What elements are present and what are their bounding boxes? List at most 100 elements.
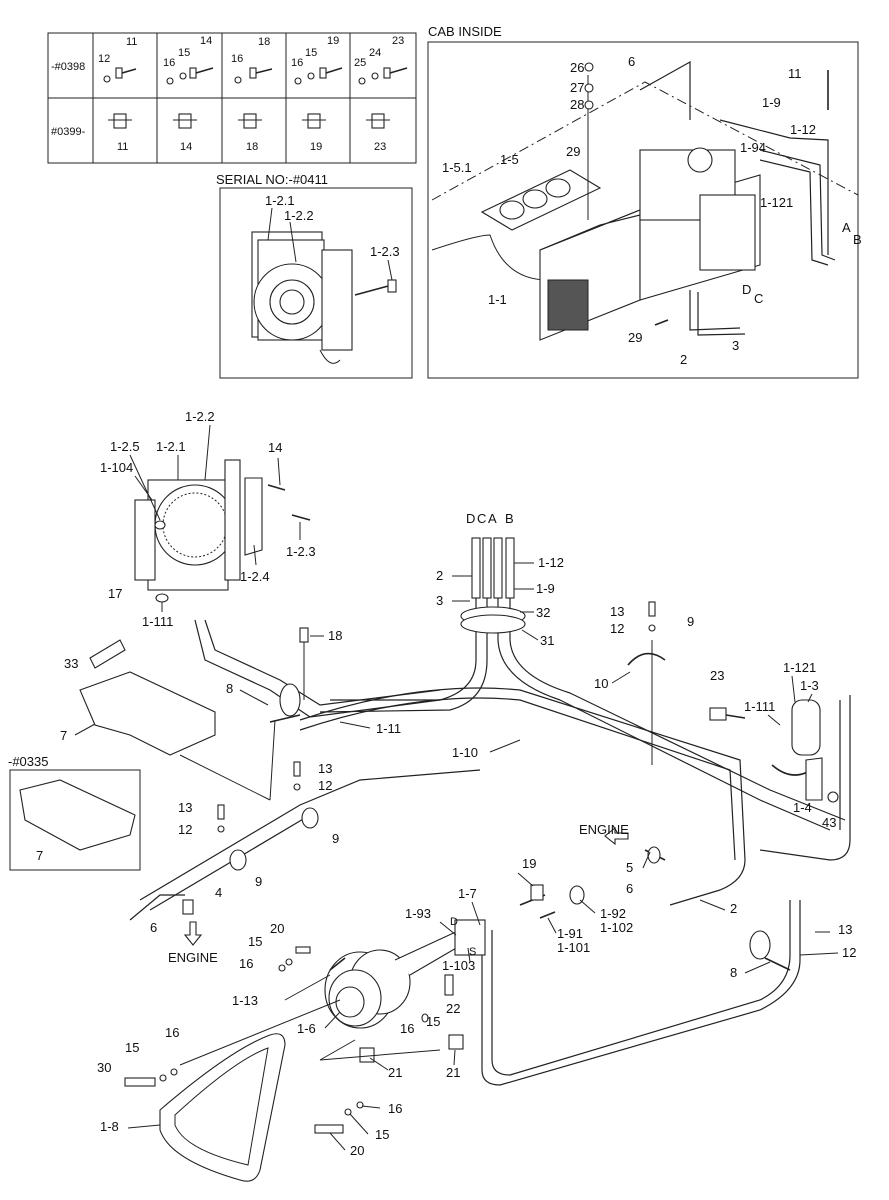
label-1-7: 1-7 — [458, 886, 477, 901]
svg-text:16: 16 — [291, 57, 303, 69]
label-10: 10 — [594, 676, 608, 691]
cab-label-1-5-1: 1-5.1 — [442, 160, 472, 175]
table-cell-row1-col4: 16 15 19 — [291, 35, 343, 85]
table-cell-row1-col1: 12 11 — [98, 36, 137, 83]
label-14: 14 — [268, 440, 282, 455]
svg-text:24: 24 — [369, 47, 381, 59]
svg-text:14: 14 — [200, 35, 212, 47]
label-1-2-2: 1-2.2 — [185, 409, 215, 424]
label-12c: 12 — [178, 822, 192, 837]
label-21a: 21 — [388, 1065, 402, 1080]
svg-text:14: 14 — [180, 141, 192, 153]
label-8: 8 — [226, 681, 233, 696]
lower-labels: 20 15 16 1-13 22 15 16 1-6 16 15 30 21 2… — [97, 921, 460, 1158]
label-1-101: 1-101 — [557, 940, 590, 955]
cab-label-A: A — [842, 220, 851, 235]
table-row-label-2: #0399- — [51, 126, 86, 138]
label-1-13: 1-13 — [232, 993, 258, 1008]
svg-text:19: 19 — [327, 35, 339, 47]
label-B: B — [505, 511, 514, 526]
label-1-103: 1-103 — [442, 958, 475, 973]
table-cell-row1-col2: 16 15 14 — [163, 35, 214, 85]
serial-inset: SERIAL NO:-#0411 1-2.1 1-2.2 1-2.3 — [216, 172, 413, 379]
label-19: 19 — [522, 856, 536, 871]
label-1-4: 1-4 — [793, 800, 812, 815]
label-13d: 13 — [838, 922, 852, 937]
cab-label-11: 11 — [788, 66, 802, 81]
label-13a: 13 — [610, 604, 624, 619]
label-12a: 12 — [610, 621, 624, 636]
label-1-111b: 1-111 — [744, 699, 775, 714]
svg-text:16: 16 — [231, 53, 243, 65]
label-5: 5 — [626, 860, 633, 875]
label-1-2-1: 1-2.1 — [156, 439, 186, 454]
label-1-111: 1-111 — [142, 614, 173, 629]
table-cell-row1-col5: 25 24 23 — [354, 35, 408, 85]
cab-label-1-94: 1-94 — [740, 140, 766, 155]
label-22: 22 — [446, 1001, 460, 1016]
svg-text:15: 15 — [178, 47, 190, 59]
label-1-2-5: 1-2.5 — [110, 439, 140, 454]
label-23: 23 — [710, 668, 724, 683]
label-13c: 13 — [178, 800, 192, 815]
label-1-121: 1-121 — [783, 660, 816, 675]
cab-label-1-9: 1-9 — [762, 95, 781, 110]
marker-D: D — [450, 916, 458, 928]
label-33: 33 — [64, 656, 78, 671]
label-1-104: 1-104 — [100, 460, 133, 475]
cab-label-1-5: 1-5 — [500, 152, 519, 167]
cab-label-26: 26 — [570, 60, 584, 75]
condenser-assembly: 1-2.2 1-2.5 1-2.1 1-104 14 1-2.3 1-2.4 1… — [100, 409, 316, 629]
serial-label-1-2-2: 1-2.2 — [284, 208, 314, 223]
label-2b: 2 — [730, 901, 737, 916]
label-16b: 16 — [400, 1021, 414, 1036]
label-1-91: 1-91 — [557, 926, 583, 941]
svg-text:23: 23 — [392, 35, 404, 47]
cab-label-27: 27 — [570, 80, 584, 95]
cab-label-1-1: 1-1 — [488, 292, 507, 307]
svg-text:18: 18 — [246, 141, 258, 153]
label-13b: 13 — [318, 761, 332, 776]
svg-text:15: 15 — [305, 47, 317, 59]
label-16d: 16 — [388, 1101, 402, 1116]
engine-label-a: ENGINE — [168, 950, 218, 965]
svg-text:11: 11 — [117, 141, 128, 153]
label-1-8: 1-8 — [100, 1119, 119, 1134]
svg-text:11: 11 — [126, 36, 137, 48]
svg-text:18: 18 — [258, 36, 270, 48]
label-1-3: 1-3 — [800, 678, 819, 693]
variant-table: -#0398 #0399- 12 11 16 15 14 16 18 16 15… — [47, 32, 417, 164]
label-6a: 6 — [150, 920, 157, 935]
hose-routing — [129, 537, 851, 1086]
cab-label-29: 29 — [566, 144, 580, 159]
label-12b: 12 — [318, 778, 332, 793]
label-1-102: 1-102 — [600, 920, 633, 935]
svg-text:12: 12 — [98, 53, 110, 65]
label-C: C — [477, 511, 486, 526]
svg-text:19: 19 — [310, 141, 322, 153]
hose-labels: D C A B 1-12 2 1-9 3 32 31 — [436, 511, 564, 648]
label-9b: 9 — [332, 831, 339, 846]
label-1-93: 1-93 — [405, 906, 431, 921]
label-16c: 16 — [165, 1025, 179, 1040]
cab-label-6: 6 — [628, 54, 635, 69]
label-1-12: 1-12 — [538, 555, 564, 570]
serial-label-1-2-1: 1-2.1 — [265, 193, 295, 208]
label-1-9: 1-9 — [536, 581, 555, 596]
cab-inset-title: CAB INSIDE — [428, 24, 502, 39]
label-9a: 9 — [687, 614, 694, 629]
mid-fasteners: 13 12 9 10 13 12 13 12 9 9 4 6 ENGINE — [150, 601, 694, 965]
receiver-drier: 23 1-121 1-3 1-111 1-4 43 — [709, 660, 839, 830]
cab-label-3: 3 — [732, 338, 739, 353]
label-15a: 15 — [248, 934, 262, 949]
engine-label-b: ENGINE — [579, 822, 629, 837]
table-cell-row2: 11 14 18 19 23 — [108, 113, 390, 153]
label-2: 2 — [436, 568, 443, 583]
label-1-6: 1-6 — [297, 1021, 316, 1036]
label-D: D — [466, 511, 475, 526]
svg-text:23: 23 — [374, 141, 386, 153]
label-0335: -#0335 — [8, 754, 48, 769]
label-15c: 15 — [125, 1040, 139, 1055]
label-1-92: 1-92 — [600, 906, 626, 921]
